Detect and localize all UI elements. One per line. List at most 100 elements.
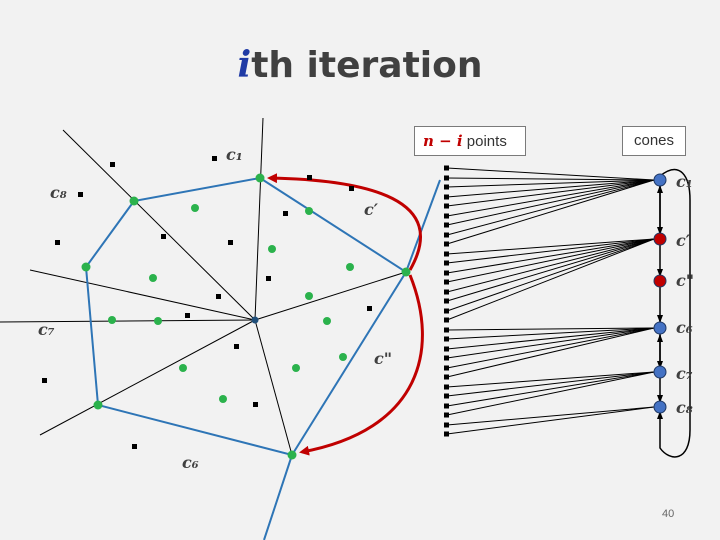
black-point xyxy=(42,378,47,383)
point-to-cone-line xyxy=(446,179,655,188)
black-points xyxy=(42,156,372,449)
chain-loop-arrow xyxy=(657,169,691,458)
hull-vertex xyxy=(129,196,139,206)
point-to-cone-line xyxy=(446,238,655,321)
column-point xyxy=(444,298,449,304)
label-c6-right: c₆ xyxy=(676,318,693,337)
column-point xyxy=(444,384,449,390)
column-point xyxy=(444,260,449,266)
point-to-cone-line xyxy=(446,167,655,181)
point-to-cone-line xyxy=(446,179,655,226)
red-arc-arrow xyxy=(299,274,424,456)
column-point xyxy=(444,241,449,247)
hull-vertex xyxy=(287,450,297,460)
point-to-cone-line xyxy=(446,238,655,274)
black-point xyxy=(55,240,60,245)
cone-line xyxy=(254,319,293,456)
green-point xyxy=(305,292,313,300)
label-cprime-right: c′ xyxy=(676,231,690,250)
cone-node-cdouble xyxy=(653,274,667,288)
label-c8-left: c₈ xyxy=(50,183,67,202)
point-to-cone-line xyxy=(446,179,655,245)
point-to-cone-line xyxy=(446,327,655,369)
column-point xyxy=(444,327,449,333)
cone-lines xyxy=(0,117,407,456)
n-minus-i-math: n − i xyxy=(423,132,463,150)
green-point xyxy=(323,317,331,325)
point-to-cone-line xyxy=(446,177,655,181)
green-point xyxy=(305,207,313,215)
label-c1-right: c₁ xyxy=(676,172,693,191)
black-point xyxy=(110,162,115,167)
hull-extension xyxy=(263,454,293,540)
point-to-cone-line xyxy=(446,238,655,302)
point-to-cone-line xyxy=(446,179,655,198)
label-c8-right: c₈ xyxy=(676,398,693,417)
hull-extension xyxy=(405,179,441,273)
right-point-column xyxy=(444,165,449,437)
green-point xyxy=(219,395,227,403)
point-to-cone-line xyxy=(446,179,655,207)
cone-node-c6 xyxy=(653,321,667,335)
green-point xyxy=(154,317,162,325)
column-point xyxy=(444,431,449,437)
green-points xyxy=(81,173,411,460)
point-to-cone-line xyxy=(446,238,655,293)
hull-vertex xyxy=(81,262,91,272)
cone-line xyxy=(0,319,256,323)
cone-node-cprime xyxy=(653,232,667,246)
black-point xyxy=(185,313,190,318)
point-to-cone-line xyxy=(446,327,655,331)
label-c7-right: c₇ xyxy=(676,364,693,383)
point-to-cone-line xyxy=(446,371,655,397)
column-point xyxy=(444,270,449,276)
column-point xyxy=(444,412,449,418)
label-cdouble-mid: c" xyxy=(374,349,393,368)
slide-title: ith iteration xyxy=(0,44,720,86)
point-to-cone-lines xyxy=(446,167,655,435)
column-point xyxy=(444,213,449,219)
black-point xyxy=(78,192,83,197)
black-point xyxy=(212,156,217,161)
column-point xyxy=(444,194,449,200)
point-to-cone-line xyxy=(446,406,655,435)
cone-node-c8 xyxy=(653,400,667,414)
green-point xyxy=(346,263,354,271)
point-to-cone-line xyxy=(446,327,655,378)
column-point xyxy=(444,232,449,238)
column-point xyxy=(444,279,449,285)
column-point xyxy=(444,393,449,399)
column-point xyxy=(444,222,449,228)
label-cprime-mid: c′ xyxy=(364,200,378,219)
cones-label: cones xyxy=(633,132,675,149)
column-point xyxy=(444,317,449,323)
label-c6-left: c₆ xyxy=(182,453,199,472)
label-cdouble-right: c" xyxy=(676,271,695,290)
column-point xyxy=(444,355,449,361)
center-point xyxy=(251,316,259,324)
point-to-cone-line xyxy=(446,406,655,426)
point-to-cone-line xyxy=(446,371,655,416)
column-point xyxy=(444,308,449,314)
label-c7-left: c₇ xyxy=(38,320,55,339)
black-point xyxy=(283,211,288,216)
hull-vertex xyxy=(93,400,103,410)
point-to-cone-line xyxy=(446,327,655,359)
cone-chain xyxy=(657,169,691,458)
black-point xyxy=(234,344,239,349)
cone-line xyxy=(29,269,256,321)
black-point xyxy=(266,276,271,281)
green-point xyxy=(149,274,157,282)
point-to-cone-line xyxy=(446,238,655,312)
column-point xyxy=(444,374,449,380)
page-number: 40 xyxy=(662,508,675,520)
point-to-cone-line xyxy=(446,327,655,350)
black-point xyxy=(228,240,233,245)
convex-hull xyxy=(84,176,408,457)
green-point xyxy=(191,204,199,212)
column-point xyxy=(444,403,449,409)
point-to-cone-line xyxy=(446,179,655,236)
cone-line xyxy=(254,117,264,321)
green-point xyxy=(268,245,276,253)
